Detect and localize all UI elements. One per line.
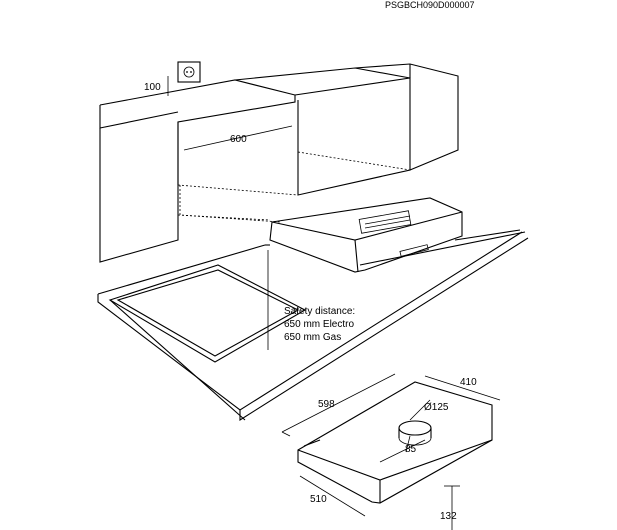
svg-text:100: 100 (144, 82, 161, 93)
cooker-hood-installed (269, 197, 463, 273)
hob (108, 264, 307, 363)
svg-text:Ø125: Ø125 (424, 402, 449, 413)
svg-text:85: 85 (405, 444, 417, 455)
worktop (97, 229, 529, 421)
svg-text:598: 598 (318, 399, 335, 410)
power-socket (177, 61, 201, 83)
svg-text:600: 600 (230, 134, 247, 145)
dimension-100: 100 (144, 76, 169, 96)
svg-text:410: 410 (460, 377, 477, 388)
dimension-600: 600 (183, 125, 293, 151)
safety-distance-gas: 650 mm Gas (284, 332, 341, 343)
safety-distance-dimension: Safety distance: 650 mm Electro 650 mm G… (267, 250, 355, 350)
svg-text:510: 510 (310, 494, 327, 505)
document-code: PSGBCH090D000007 (385, 0, 475, 10)
hood-dimension-drawing: 598 410 Ø125 85 510 132 (281, 373, 501, 530)
wall-cabinets (99, 63, 459, 263)
safety-distance-electro: 650 mm Electro (284, 319, 354, 330)
safety-distance-title: Safety distance: (284, 306, 355, 317)
svg-text:132: 132 (440, 511, 457, 522)
